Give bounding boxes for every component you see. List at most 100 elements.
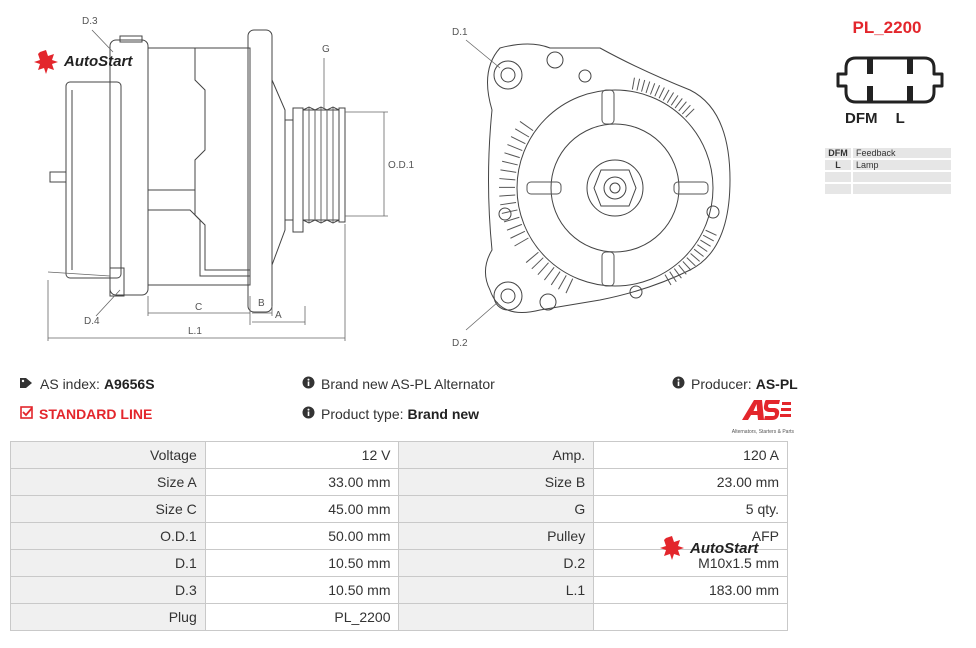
cooling-fin (690, 253, 700, 262)
label-b: B (258, 298, 265, 309)
cooling-fin (499, 178, 516, 181)
spec-value: 12 V (204, 441, 400, 469)
pin-label-l: L (895, 110, 905, 127)
cooling-fin (525, 251, 539, 263)
cooling-fin (670, 95, 679, 106)
brand-text-value: Brand new AS-PL Alternator (321, 376, 495, 392)
spec-value: 50.00 mm (204, 522, 400, 550)
pin-desc: Lamp (853, 160, 951, 170)
cooling-fin (565, 278, 574, 294)
autostart-watermark-logo: AutoStart (34, 50, 133, 74)
spec-key: L.1 (398, 576, 595, 604)
autostart-watermark-logo: AutoStart (660, 536, 759, 560)
standard-line-text: STANDARD LINE (39, 406, 153, 422)
brand-text: Brand new AS-PL Alternator (302, 376, 495, 392)
product-type-value: Brand new (407, 406, 480, 422)
plug-connector-icon (836, 56, 944, 104)
label-a: A (275, 310, 282, 321)
cooling-fin (700, 239, 711, 247)
cooling-fin (636, 78, 641, 91)
label-g: G (322, 44, 330, 55)
pin-desc: Feedback (853, 148, 951, 158)
pin-code (825, 184, 851, 194)
cooling-fin (503, 216, 520, 223)
spec-value: 10.50 mm (204, 576, 400, 604)
cooling-fin (502, 160, 518, 166)
plug-title: PL_2200 (852, 18, 922, 37)
info-icon (302, 406, 315, 422)
spec-key (398, 603, 595, 631)
svg-text:AutoStart: AutoStart (63, 53, 133, 70)
producer-value: AS-PL (755, 376, 798, 392)
cooling-fin (500, 169, 517, 173)
svg-text:AutoStart: AutoStart (689, 540, 759, 557)
info-icon (302, 376, 315, 392)
spec-key: Size A (10, 468, 206, 496)
pin-code: L (825, 160, 851, 170)
spec-key: Plug (10, 603, 206, 631)
cooling-fin (641, 79, 646, 92)
spec-value: 33.00 mm (204, 468, 400, 496)
cooling-fin (664, 274, 672, 286)
info-icon (672, 376, 685, 392)
alternator-side-view (47, 29, 388, 341)
cooling-fin (678, 264, 687, 275)
cooling-fin (666, 92, 675, 104)
producer-label: Producer: (691, 376, 752, 392)
alternator-technical-drawing: D.3 D.4 G O.D.1 B A C L.1 D.1 D.2 AutoSt… (34, 16, 731, 349)
producer: Producer: AS-PL (672, 376, 798, 392)
as-index-value: A9656S (103, 376, 155, 392)
pin-code (825, 172, 851, 182)
spec-value (593, 603, 788, 631)
spec-key: Size C (10, 495, 206, 523)
spec-key: Voltage (10, 441, 206, 469)
cooling-fin (674, 98, 683, 109)
spec-key: O.D.1 (10, 522, 206, 550)
cooling-fin (705, 229, 717, 236)
as-index-label: AS index: (40, 376, 100, 392)
cooling-fin (649, 83, 656, 95)
spec-key: D.2 (398, 549, 595, 577)
cooling-fin (499, 194, 516, 197)
product-type-label: Product type: (321, 406, 404, 422)
product-type: Product type: Brand new (302, 406, 479, 422)
cooling-fin (506, 223, 523, 231)
spec-value: 120 A (593, 441, 788, 469)
check-square-icon (20, 406, 33, 422)
cooling-fin (550, 271, 561, 286)
cooling-fin (501, 209, 518, 214)
spec-value: 45.00 mm (204, 495, 400, 523)
cooling-fin (543, 267, 555, 281)
label-d3: D.3 (82, 16, 98, 27)
spec-key: D.1 (10, 549, 206, 577)
cooling-fin (558, 275, 567, 290)
label-d4: D.4 (84, 316, 100, 327)
cooling-fin (537, 262, 549, 275)
cooling-fin (510, 230, 526, 239)
cooling-fin (531, 257, 544, 270)
label-d2: D.2 (452, 338, 468, 349)
spec-value: 5 qty. (593, 495, 788, 523)
cooling-fin (685, 108, 695, 118)
pin-label-dfm: DFM (845, 110, 878, 127)
cooling-fin (681, 104, 691, 115)
label-d1: D.1 (452, 27, 468, 38)
as-pl-logo: Alternators, Starters & Parts (714, 398, 794, 435)
alternator-front-view (485, 43, 731, 313)
cooling-fin (507, 144, 523, 152)
cooling-fin (514, 237, 529, 247)
label-c: C (195, 302, 202, 313)
logo-tagline: Alternators, Starters & Parts (731, 429, 794, 435)
cooling-fins (498, 77, 717, 294)
cooling-fin (669, 271, 677, 283)
cooling-fin (662, 89, 670, 101)
pin-row (825, 172, 951, 182)
pin-row (825, 184, 951, 194)
